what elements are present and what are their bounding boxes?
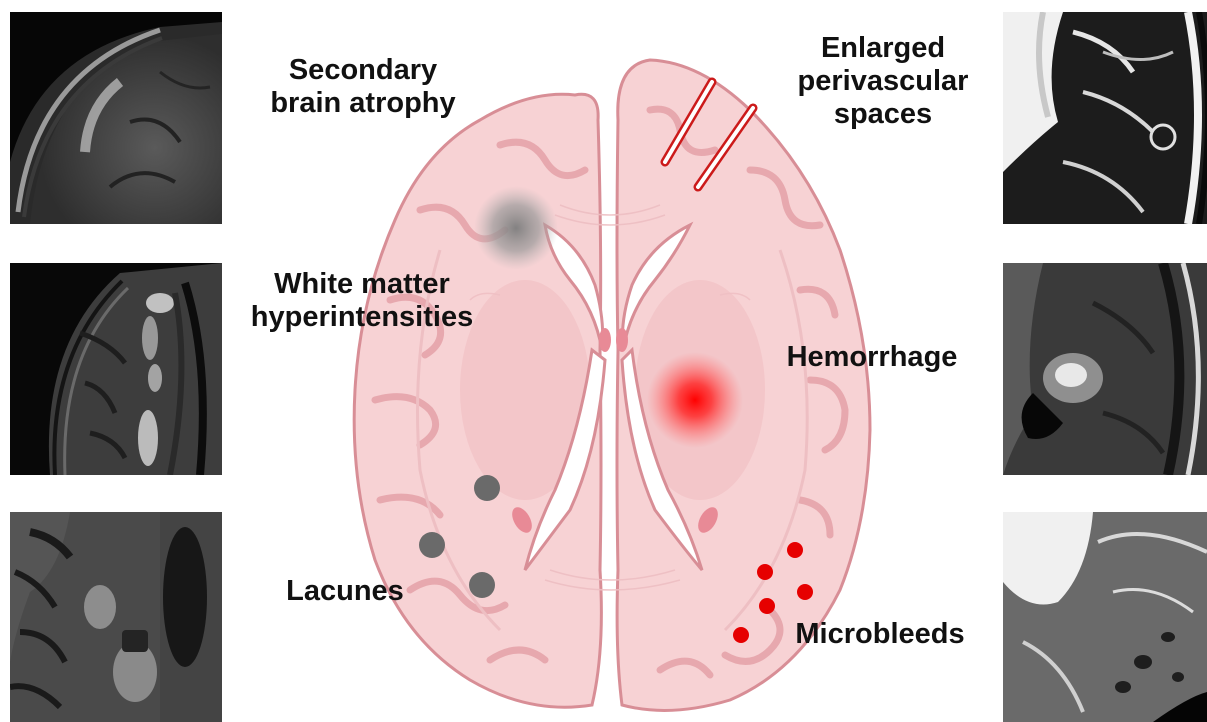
microbleeds-mri-image — [1003, 512, 1207, 722]
label-white-matter-hyperintensities: White matter hyperintensities — [232, 268, 492, 334]
lacunes-mri-image — [10, 512, 222, 722]
label-line: Lacunes — [270, 575, 420, 608]
label-line: Secondary — [258, 54, 468, 87]
microbleed-dot — [733, 627, 749, 643]
label-line: spaces — [778, 98, 988, 131]
label-hemorrhage: Hemorrhage — [762, 341, 982, 374]
label-microbleeds: Microbleeds — [780, 618, 980, 651]
label-secondary-brain-atrophy: Secondary brain atrophy — [258, 54, 468, 120]
atrophy-mri-panel — [10, 12, 222, 224]
label-line: White matter — [232, 268, 492, 301]
label-enlarged-perivascular-spaces: Enlarged perivascular spaces — [778, 32, 988, 131]
microbleed-dot — [759, 598, 775, 614]
label-line: Hemorrhage — [762, 341, 982, 374]
atrophy-mri-image — [10, 12, 222, 224]
lacune-dot — [469, 572, 495, 598]
wmh-mri-panel — [10, 263, 222, 475]
microbleed-dot — [757, 564, 773, 580]
hemorrhage-mri-panel — [1003, 263, 1207, 475]
hemorrhage-mri-image — [1003, 263, 1207, 475]
hemorrhage-marker — [647, 352, 743, 448]
atrophy-marker — [474, 186, 558, 270]
epvs-mri-image — [1003, 12, 1207, 224]
label-line: hyperintensities — [232, 301, 492, 334]
label-lacunes: Lacunes — [270, 575, 420, 608]
label-line: brain atrophy — [258, 87, 468, 120]
microbleed-dot — [787, 542, 803, 558]
label-line: perivascular — [778, 65, 988, 98]
lacune-dot — [419, 532, 445, 558]
microbleeds-mri-panel — [1003, 512, 1207, 722]
lacunes-mri-panel — [10, 512, 222, 722]
microbleed-dot — [797, 584, 813, 600]
label-line: Microbleeds — [780, 618, 980, 651]
lacune-dot — [474, 475, 500, 501]
label-line: Enlarged — [778, 32, 988, 65]
epvs-mri-panel — [1003, 12, 1207, 224]
wmh-mri-image — [10, 263, 222, 475]
